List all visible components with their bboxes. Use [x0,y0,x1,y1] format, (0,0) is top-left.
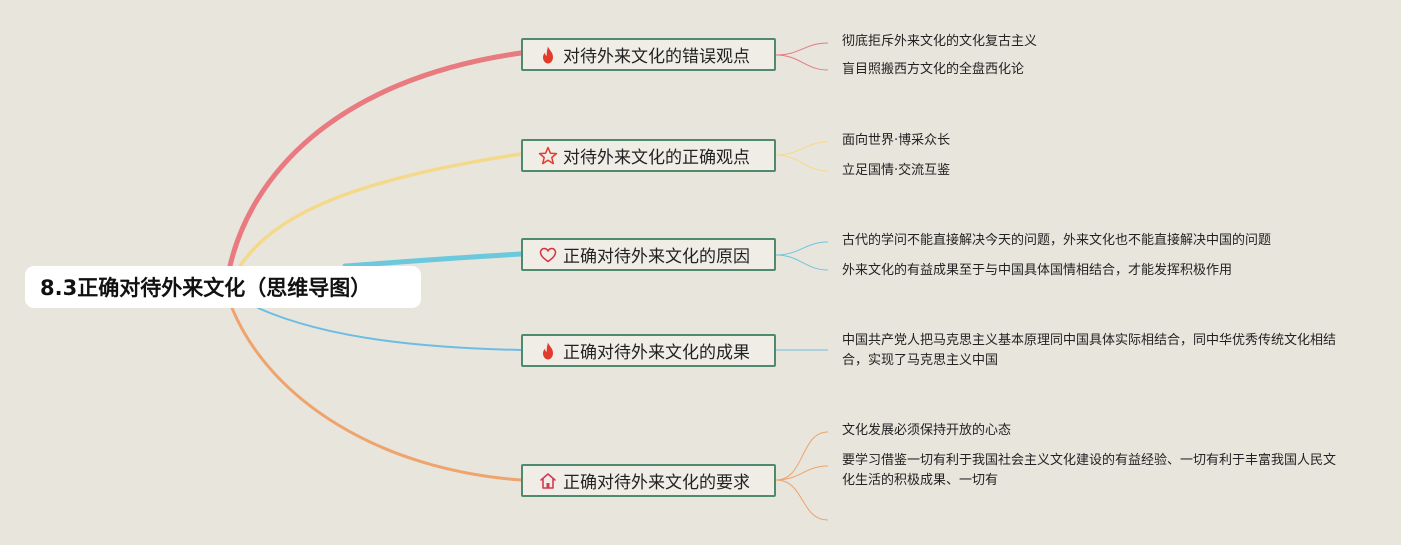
connector-branch-2-leaf-1 [775,141,829,156]
leaf-text[interactable]: 要学习借鉴一切有利于我国社会主义文化建设的有益经验、一切有利于丰富我国人民文化生… [842,453,1337,488]
connector-root-branch-3 [342,251,524,269]
connector-branch-5-leaf-3 [775,479,829,521]
connector-branch-1-leaf-1 [775,42,829,56]
leaf-text[interactable]: 面向世界·博采众长 [842,133,951,148]
leaf-text[interactable]: 立足国情·交流互鉴 [842,163,951,178]
branch-requirements[interactable]: 正确对待外来文化的要求 [521,464,776,497]
connector-branch-2-leaf-2 [775,154,829,172]
branch-label: 对待外来文化的正确观点 [563,148,750,168]
branch-label: 对待外来文化的错误观点 [563,47,750,67]
connector-root-branch-5 [230,306,523,482]
leaf-text[interactable]: 盲目照搬西方文化的全盘西化论 [842,62,1025,77]
leaf-text[interactable]: 古代的学问不能直接解决今天的问题，外来文化也不能直接解决中国的问题 [842,233,1272,248]
star-icon [537,145,559,167]
branch-label: 正确对待外来文化的原因 [563,247,750,267]
branch-label: 正确对待外来文化的成果 [563,343,750,363]
branch-wrong-views[interactable]: 对待外来文化的错误观点 [521,38,776,71]
connector-branch-5-leaf-2 [775,465,829,481]
fire-icon [537,340,559,362]
branch-results[interactable]: 正确对待外来文化的成果 [521,334,776,367]
fire-icon [537,44,559,66]
root-topic[interactable]: 8.3正确对待外来文化（思维导图） [25,266,421,308]
heart-icon [537,244,559,266]
branch-label: 正确对待外来文化的要求 [563,473,750,493]
connector-branch-3-leaf-2 [775,254,829,271]
leaf-text[interactable]: 彻底拒斥外来文化的文化复古主义 [842,34,1038,49]
connector-branch-1-leaf-2 [775,54,829,71]
leaf-text[interactable]: 中国共产党人把马克思主义基本原理同中国具体实际相结合，同中华优秀传统文化相结合，… [842,333,1337,368]
branch-correct-views[interactable]: 对待外来文化的正确观点 [521,139,776,172]
root-title: 8.3正确对待外来文化（思维导图） [40,276,372,300]
connector-root-branch-2 [238,152,523,268]
connector-root-branch-4 [257,307,522,351]
connector-branch-3-leaf-1 [775,241,829,256]
leaf-text[interactable]: 外来文化的有益成果至于与中国具体国情相结合，才能发挥积极作用 [842,263,1233,278]
connector-root-branch-1 [227,50,524,269]
connector-branch-5-leaf-1 [775,431,829,481]
branch-reasons[interactable]: 正确对待外来文化的原因 [521,238,776,271]
home-icon [537,470,559,492]
leaf-text[interactable]: 文化发展必须保持开放的心态 [842,423,1012,438]
